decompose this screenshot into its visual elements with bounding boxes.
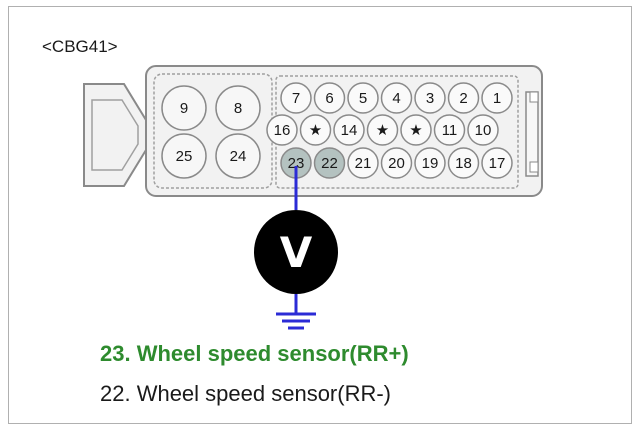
pin-label: 5 [359, 90, 367, 107]
pin-socket [313, 82, 346, 114]
pin-label: 2 [459, 90, 467, 107]
pin-socket [481, 147, 513, 179]
pin-label: 4 [392, 90, 400, 107]
pin-20: 20 [380, 147, 413, 179]
pin-blank: ★ [299, 114, 332, 146]
pin-socket [215, 85, 261, 131]
pin-label: 14 [341, 122, 358, 139]
pin-socket [161, 133, 207, 179]
pin-socket [333, 114, 365, 146]
pin-label: 20 [388, 155, 405, 172]
pin-25: 25 [161, 133, 207, 179]
pin-10: 10 [467, 114, 499, 146]
pin-label: 19 [422, 155, 439, 172]
blank-pin-star: ★ [409, 122, 422, 139]
pin-socket [347, 82, 379, 114]
pin-socket [366, 114, 399, 146]
pin-label: 8 [234, 100, 242, 117]
pin-socket [161, 85, 207, 131]
pin-14: 14 [333, 114, 365, 146]
pin-9: 9 [161, 85, 207, 131]
pin-socket [347, 147, 379, 179]
pin-socket [215, 133, 261, 179]
pin-socket [433, 114, 466, 146]
pin-socket [280, 82, 312, 114]
voltmeter: V [254, 210, 338, 294]
connector-tab-notch-bottom [529, 161, 539, 173]
pin-socket [447, 147, 480, 179]
pin-17: 17 [481, 147, 513, 179]
pin-label: 1 [493, 90, 501, 107]
pin-socket [400, 114, 432, 146]
pin-blank: ★ [400, 114, 432, 146]
latch-inner [91, 99, 139, 171]
pin-label: 3 [426, 90, 434, 107]
connector-tab-notch-top [529, 91, 539, 103]
voltmeter-symbol: V [280, 228, 313, 277]
ground-icon [276, 312, 316, 330]
large-pin-group: 9 8 25 24 [161, 85, 261, 179]
pin-socket [481, 82, 513, 114]
pin-label: 22 [321, 155, 338, 172]
pin-label: 11 [442, 122, 458, 139]
pin-label: 17 [489, 155, 506, 172]
pin-21: 21 [347, 147, 379, 179]
pin-socket [380, 82, 413, 114]
pin-6: 6 [313, 82, 346, 114]
pin-label: 25 [176, 148, 193, 165]
pin-4: 4 [380, 82, 413, 114]
pin-24: 24 [215, 133, 261, 179]
pin-socket [299, 114, 332, 146]
pin-3: 3 [414, 82, 446, 114]
pin-socket [266, 114, 298, 146]
pin-11: 11 [433, 114, 466, 146]
pin-19: 19 [414, 147, 446, 179]
pin-socket [414, 147, 446, 179]
pin-label: 23 [288, 155, 305, 172]
pin-label: 18 [455, 155, 472, 172]
pin-1: 1 [481, 82, 513, 114]
pin-18: 18 [447, 147, 480, 179]
pin-blank: ★ [366, 114, 399, 146]
pin-socket [414, 82, 446, 114]
pin-label: 16 [274, 122, 291, 139]
pin-socket [313, 147, 346, 179]
pin-label: 6 [325, 90, 333, 107]
pin-label: 21 [355, 155, 372, 172]
pin-2: 2 [447, 82, 480, 114]
pin-8: 8 [215, 85, 261, 131]
pin-5: 5 [347, 82, 379, 114]
pin-label: 10 [475, 122, 492, 139]
large-pin-block [153, 73, 273, 189]
pin-socket [467, 114, 499, 146]
caption-pin-23: 23. Wheel speed sensor(RR+) [100, 341, 409, 366]
connector-label: <CBG41> [42, 37, 118, 56]
caption-pin-22: 22. Wheel speed sensor(RR-) [100, 381, 392, 406]
pin-socket [447, 82, 480, 114]
pin-16: 16 [266, 114, 298, 146]
blank-pin-star: ★ [309, 122, 322, 139]
pin-label: 7 [292, 90, 300, 107]
pin-23: 23 [280, 147, 312, 179]
blank-pin-star: ★ [376, 122, 389, 139]
pin-label: 9 [180, 100, 188, 117]
pin-22: 22 [313, 147, 346, 179]
voltmeter-body [254, 210, 338, 294]
pin-socket [380, 147, 413, 179]
pin-7: 7 [280, 82, 312, 114]
pin-label: 24 [230, 148, 247, 165]
